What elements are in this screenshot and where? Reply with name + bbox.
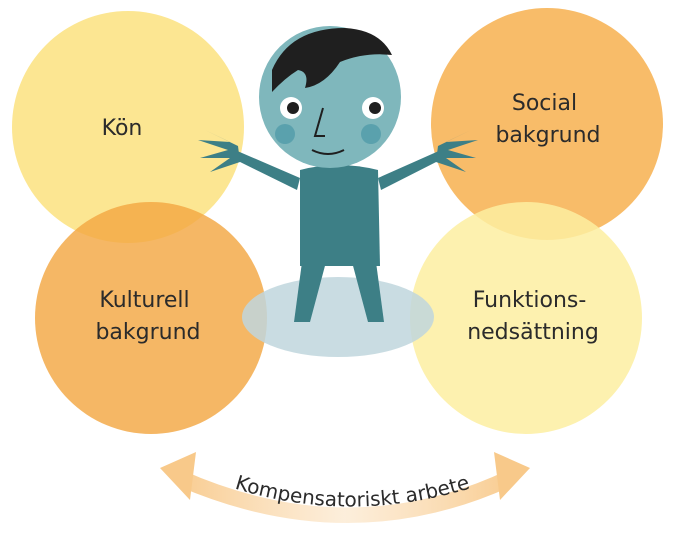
arrow-head-left: [160, 452, 196, 500]
right-cheek: [361, 124, 381, 144]
hair: [272, 28, 392, 92]
child-figure: [198, 26, 478, 322]
label-kulturell-bakgrund: Kulturell bakgrund: [95, 288, 200, 345]
left-pupil: [287, 102, 299, 114]
label-funktionsnedsattning: Funktions- nedsättning: [467, 288, 599, 345]
circle-kon: [12, 11, 244, 243]
left-hand: [198, 130, 240, 172]
arrow-body: [178, 470, 512, 523]
right-hand: [436, 130, 478, 172]
figure-shadow: [242, 277, 434, 357]
compensatory-arrow: [160, 452, 530, 523]
arrow-head-right: [494, 452, 530, 500]
circle-kulturell-bakgrund: [35, 202, 267, 434]
right-arm: [378, 150, 444, 190]
label-social-bakgrund: Social bakgrund: [495, 91, 600, 148]
torso: [300, 165, 380, 266]
nose: [313, 107, 325, 137]
left-arm: [232, 150, 300, 190]
left-cheek: [275, 124, 295, 144]
right-leg: [352, 262, 384, 322]
right-pupil: [369, 102, 381, 114]
circle-social-bakgrund: [431, 8, 663, 240]
left-leg: [294, 262, 326, 322]
mouth: [311, 149, 345, 155]
circle-funktionsnedsattning: [410, 202, 642, 434]
label-kon: Kön: [102, 116, 143, 141]
